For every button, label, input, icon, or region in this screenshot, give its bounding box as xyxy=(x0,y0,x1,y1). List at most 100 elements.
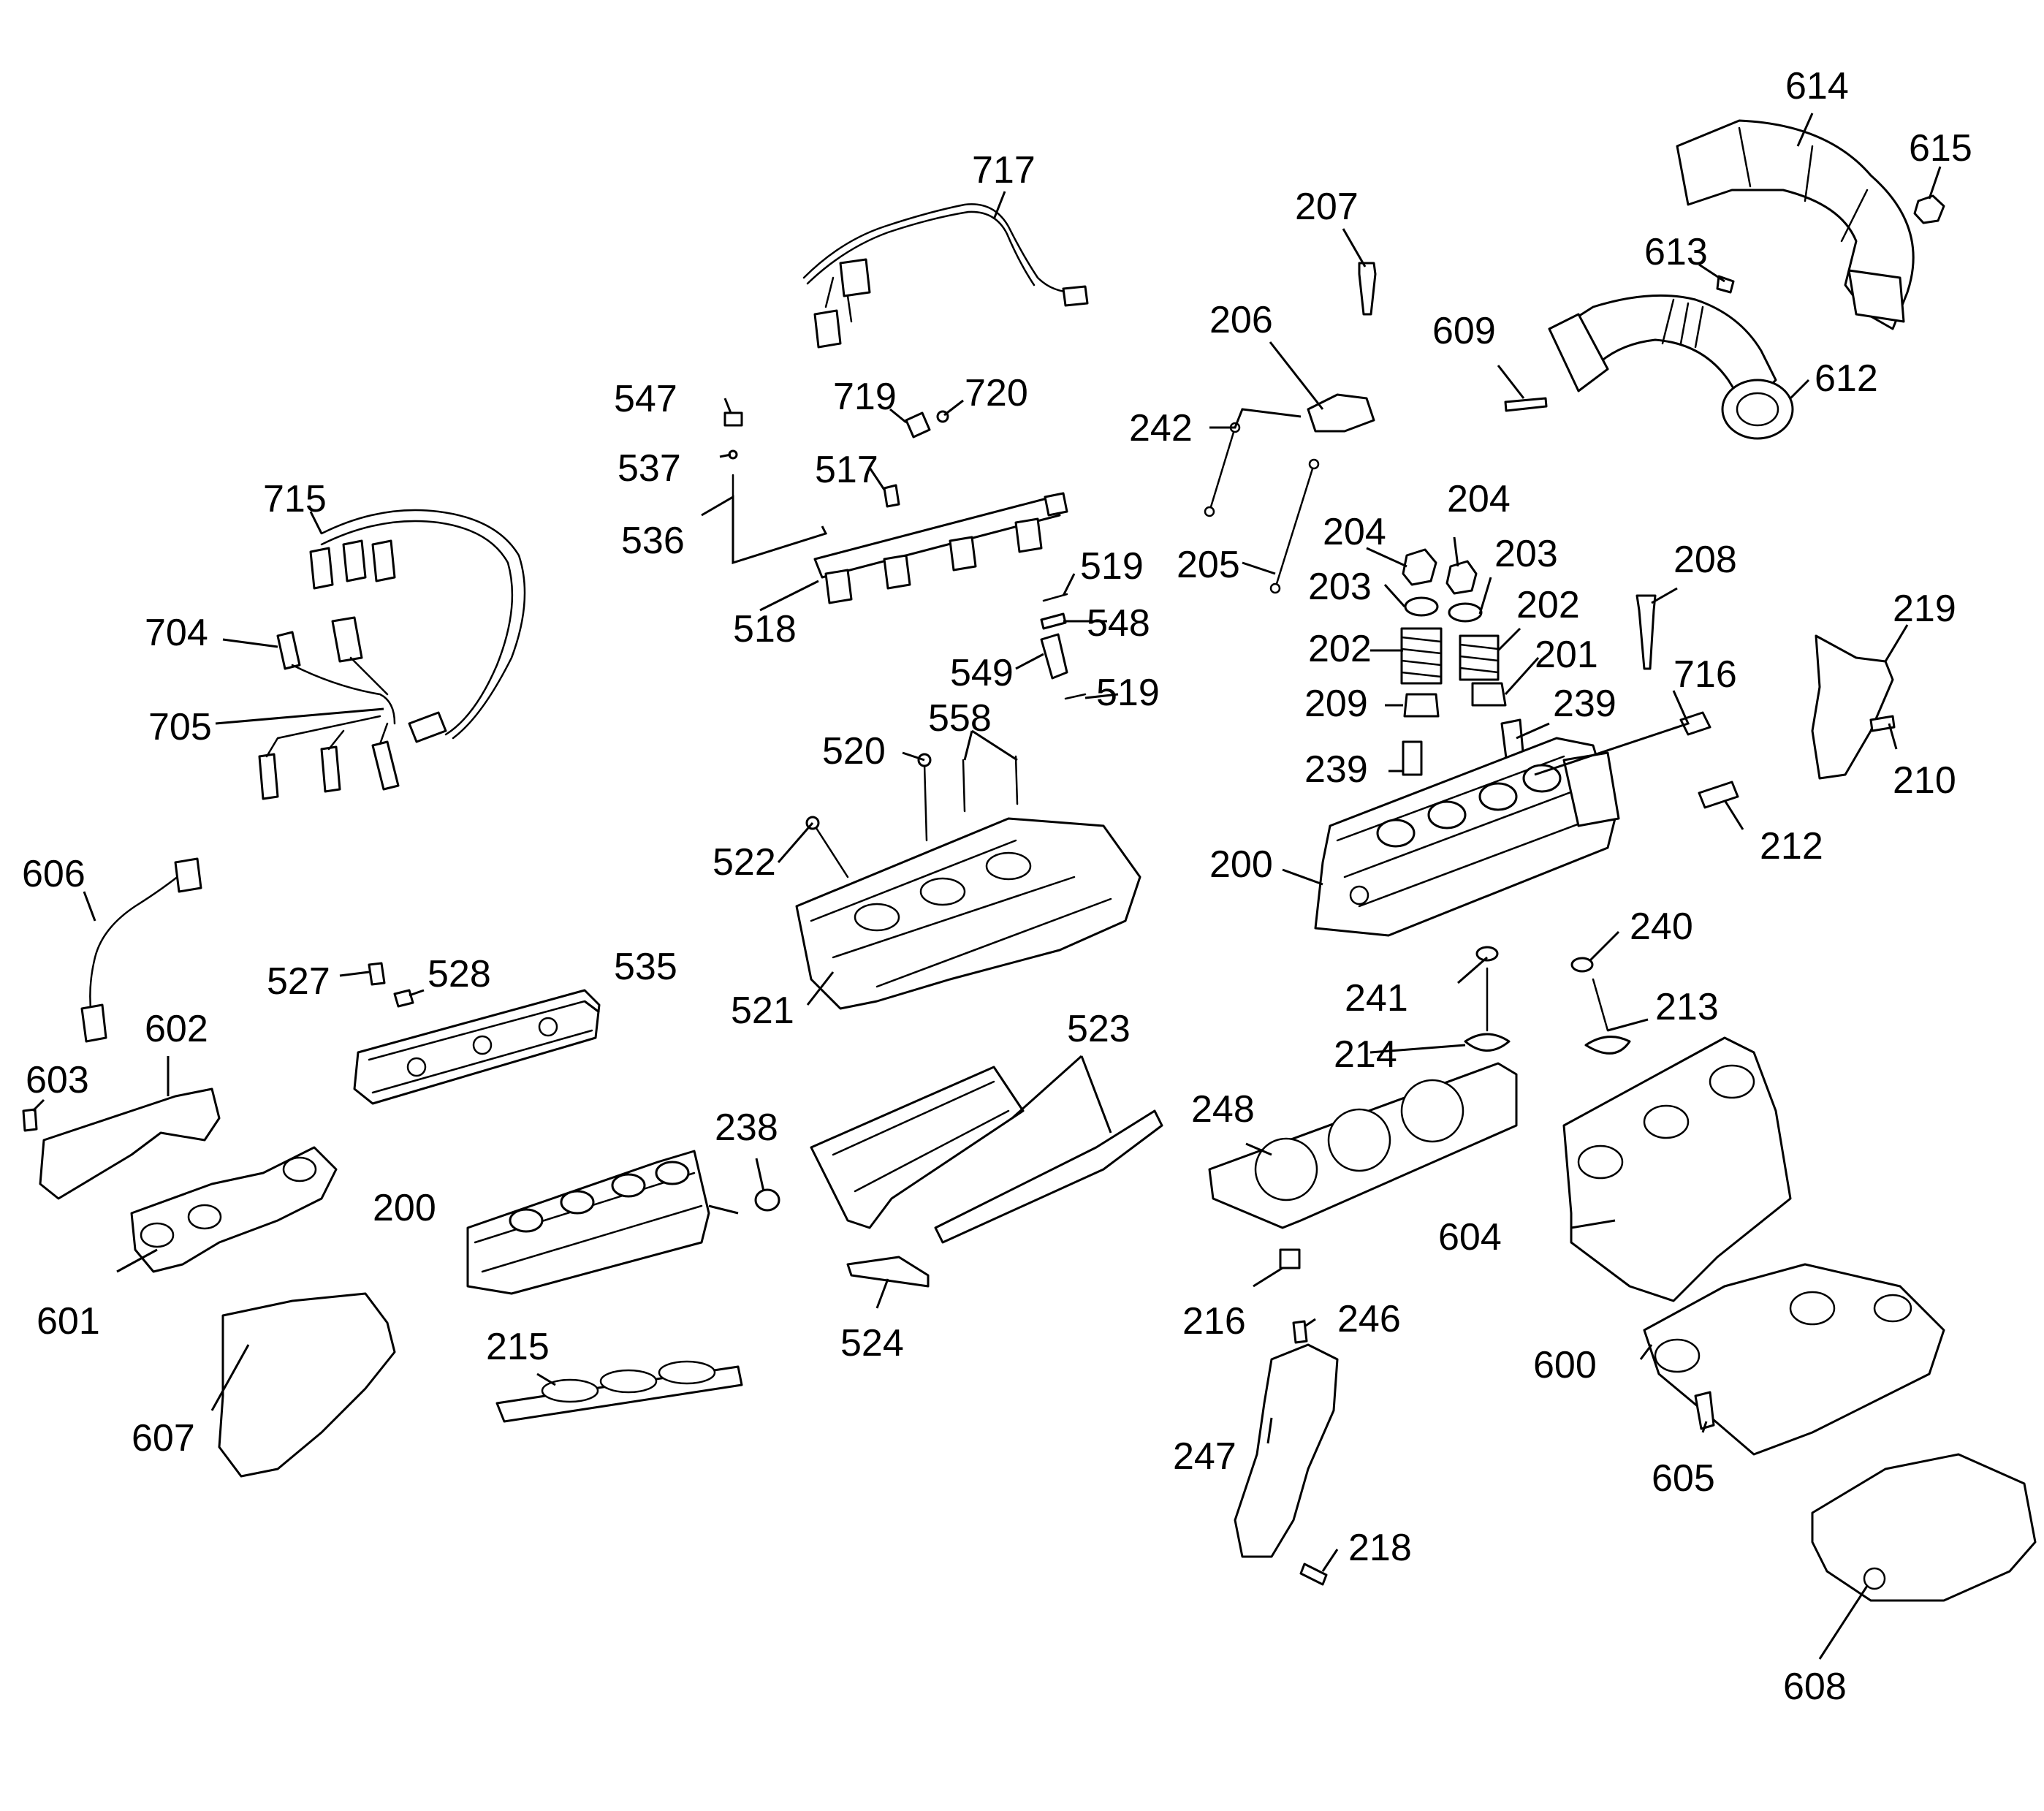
bolt-517 xyxy=(883,484,900,508)
fuel-rail-518 xyxy=(813,492,1068,604)
callout-528: 528 xyxy=(428,953,491,995)
callout-522: 522 xyxy=(713,841,776,884)
callout-608: 608 xyxy=(1783,1666,1847,1708)
grommet-528 xyxy=(393,989,414,1008)
connector-719 xyxy=(905,411,931,438)
stud-609 xyxy=(1504,397,1548,412)
bolt-207 xyxy=(1358,262,1377,316)
rocker-arm-206 xyxy=(1307,393,1375,433)
leader-lines xyxy=(31,113,1942,1660)
callout-609: 609 xyxy=(1432,310,1496,352)
callout-labels: 614 615 717 207 613 609 612 206 547 719 … xyxy=(22,65,1972,1708)
callout-719: 719 xyxy=(833,376,897,418)
bracket-219 xyxy=(1811,634,1894,780)
callout-518: 518 xyxy=(733,608,797,650)
callout-523: 523 xyxy=(1067,1008,1131,1050)
callout-212: 212 xyxy=(1760,825,1823,867)
callout-219: 219 xyxy=(1893,588,1956,630)
heat-shield-608 xyxy=(1811,1453,2037,1602)
callout-715: 715 xyxy=(263,478,327,520)
callout-209: 209 xyxy=(1304,683,1368,725)
callout-207: 207 xyxy=(1295,186,1359,228)
callout-238: 238 xyxy=(715,1106,778,1149)
exhaust-manifold-600 xyxy=(1643,1263,1945,1456)
seal-240 xyxy=(1570,957,1594,973)
callout-517: 517 xyxy=(815,449,878,491)
exhaust-pipe-612 xyxy=(1548,294,1794,440)
callout-549: 549 xyxy=(950,652,1014,694)
callout-215: 215 xyxy=(486,1326,550,1368)
o-ring-548 xyxy=(1040,612,1067,630)
callout-716: 716 xyxy=(1673,653,1737,696)
valve-cover-535 xyxy=(353,989,601,1105)
callout-203-left: 203 xyxy=(1308,566,1372,608)
sensor-212 xyxy=(1698,781,1739,809)
callout-248: 248 xyxy=(1191,1088,1255,1131)
callout-200-right: 200 xyxy=(1209,843,1273,886)
valve-stack-right xyxy=(1445,560,1525,765)
valve-stack-left xyxy=(1400,548,1443,776)
callout-205: 205 xyxy=(1177,544,1240,586)
oxygen-sensor-606 xyxy=(80,857,202,1043)
callout-216: 216 xyxy=(1182,1300,1246,1343)
injector-549 xyxy=(1040,633,1068,680)
callout-240: 240 xyxy=(1630,906,1693,948)
bolt-520 xyxy=(923,762,928,842)
callout-200-left: 200 xyxy=(373,1187,436,1229)
seal-241 xyxy=(1475,946,1499,962)
callout-242: 242 xyxy=(1129,407,1193,449)
sensor-716 xyxy=(1679,711,1711,736)
callout-527: 527 xyxy=(267,960,330,1003)
callout-548: 548 xyxy=(1087,602,1150,645)
callout-607: 607 xyxy=(132,1417,195,1459)
dowel-216 xyxy=(1279,1248,1301,1269)
callout-613: 613 xyxy=(1644,231,1708,273)
intake-manifold-521 xyxy=(795,817,1141,1010)
cap-547 xyxy=(723,411,743,427)
callout-602: 602 xyxy=(145,1008,208,1050)
callout-604: 604 xyxy=(1438,1216,1502,1258)
callout-520: 520 xyxy=(822,730,886,772)
callout-535: 535 xyxy=(614,946,677,988)
heat-shield-608-hole xyxy=(1863,1567,1886,1590)
callout-202-right: 202 xyxy=(1516,584,1580,626)
head-gasket-248 xyxy=(1208,1062,1518,1229)
heat-shield-602 xyxy=(39,1087,221,1200)
exhaust-manifold-601-detail xyxy=(140,1156,317,1248)
callout-201: 201 xyxy=(1535,634,1598,676)
callout-247: 247 xyxy=(1173,1435,1236,1478)
callout-239-right: 239 xyxy=(1553,683,1616,725)
heat-shield-604-detail xyxy=(1577,1064,1755,1180)
bolt-210 xyxy=(1869,715,1896,732)
callout-213: 213 xyxy=(1655,986,1719,1028)
bolt-246 xyxy=(1292,1320,1308,1344)
callout-536: 536 xyxy=(621,520,685,562)
valve-213 xyxy=(1584,978,1631,1055)
callout-524: 524 xyxy=(840,1322,904,1364)
callout-600: 600 xyxy=(1533,1344,1597,1386)
callout-605: 605 xyxy=(1652,1457,1715,1500)
pushrod-guide-242 xyxy=(1204,422,1241,517)
callout-206: 206 xyxy=(1209,299,1273,341)
wiring-harness-717 xyxy=(802,203,1089,349)
callout-717: 717 xyxy=(972,149,1036,191)
heat-shield-607 xyxy=(218,1292,396,1478)
part-drawings xyxy=(22,119,2037,1602)
bracket-247 xyxy=(1234,1343,1339,1558)
exhaust-manifold-601 xyxy=(130,1146,338,1273)
cylinder-head-200-left xyxy=(466,1150,710,1295)
cylinder-head-200-right xyxy=(1314,737,1620,937)
pushrod-205 xyxy=(1269,458,1320,594)
callout-204-right: 204 xyxy=(1447,478,1511,520)
callout-558: 558 xyxy=(928,697,992,740)
ignition-leads-704-705 xyxy=(258,616,400,800)
bolt-605 xyxy=(1694,1391,1715,1430)
callout-601: 601 xyxy=(37,1300,100,1343)
callout-241: 241 xyxy=(1345,977,1408,1020)
callout-547: 547 xyxy=(614,378,677,420)
air-duct-614 xyxy=(1676,119,1915,330)
callout-246: 246 xyxy=(1337,1298,1401,1340)
callout-521: 521 xyxy=(731,990,794,1032)
callout-615: 615 xyxy=(1909,127,1972,170)
